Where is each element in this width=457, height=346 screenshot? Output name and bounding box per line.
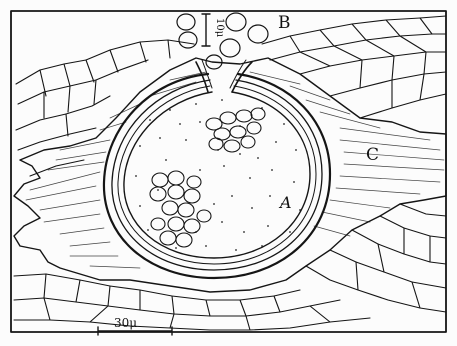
scale-label-upper: 10μ	[214, 18, 225, 38]
cavity-stipple	[135, 99, 301, 251]
label-a: A	[278, 193, 292, 212]
spore-cluster-upper	[206, 108, 265, 152]
scale-bar-upper: 10μ	[202, 14, 225, 46]
label-c: C	[366, 145, 379, 165]
tissue-striations	[26, 72, 444, 268]
spore-cluster-lower	[150, 171, 211, 247]
pycnidium-wall	[104, 60, 330, 278]
scale-label-lower: 30μ	[114, 316, 137, 330]
label-b: B	[278, 13, 291, 33]
figure-frame	[11, 11, 446, 332]
